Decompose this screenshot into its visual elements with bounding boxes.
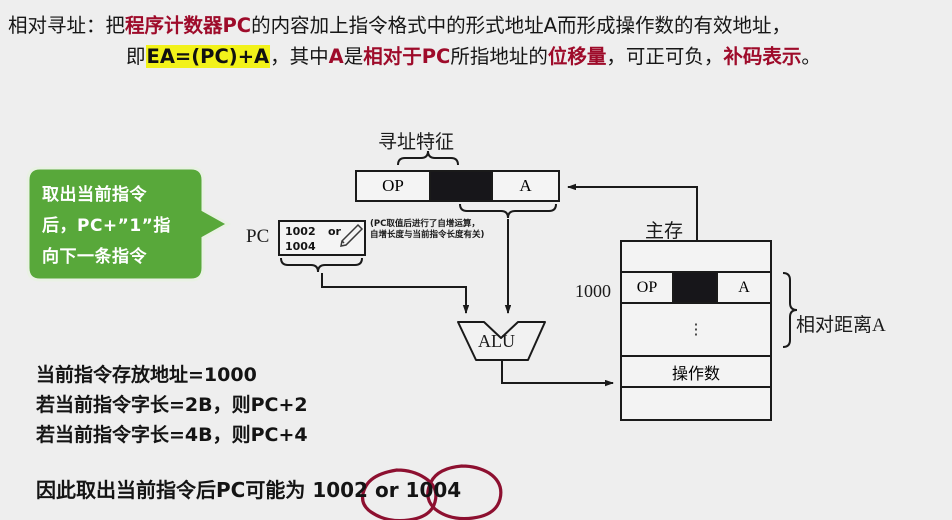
- memory-instruction-mode: [674, 273, 718, 302]
- pc-increment-note: (PC取值后进行了自增运算， 自增长度与当前指令长度有关): [370, 219, 488, 241]
- definition-line2-emphasis-offset: 位移量: [547, 45, 607, 68]
- definition-line2-emphasis-complement: 补码表示: [723, 45, 802, 68]
- pc-label: PC: [246, 226, 270, 247]
- callout-text-container: 取出当前指令 后，PC+”1”指 向下一条指令: [28, 168, 203, 280]
- definition-line-1: 相对寻址：把程序计数器PC的内容加上指令格式中的形式地址A而形成操作数的有效地址…: [8, 9, 791, 38]
- note-line-3: 若当前指令字长=4B，则PC+4: [36, 424, 308, 446]
- memory-instruction-address: A: [738, 278, 750, 296]
- pc-value-brace: [280, 257, 363, 273]
- definition-line2-part3: ，其中: [270, 45, 329, 68]
- definition-line2-part1: 即: [126, 45, 146, 68]
- instruction-op-field: OP: [357, 172, 431, 200]
- callout-line-2: 后，PC+”1”指: [42, 216, 171, 236]
- handdrawn-annotation-circles: [360, 464, 503, 520]
- memory-operand-label: 操作数: [671, 365, 720, 383]
- memory-row-instruction: OP A: [622, 273, 770, 304]
- alu-output-to-operand-line: [501, 360, 614, 387]
- definition-line2-part5: 是: [343, 45, 364, 68]
- relative-distance-label: 相对距离A: [796, 315, 886, 336]
- definition-line2-emphasis-a: A: [328, 45, 344, 68]
- instruction-word-box: OP A: [355, 170, 560, 202]
- definition-line2-part9: ，可正可负，: [606, 45, 724, 68]
- callout-bubble: [26, 166, 232, 282]
- note-line-1: 当前指令存放地址=1000: [36, 364, 257, 386]
- definition-line2-part11: 。: [801, 45, 821, 68]
- conclusion-prefix: 因此取出当前指令后PC可能为: [36, 478, 306, 502]
- memory-title: 主存: [645, 221, 684, 242]
- pc-value-bottom: 1004: [285, 240, 316, 253]
- pencil-icon: [340, 223, 364, 247]
- definition-line2-part7: 所指地址的: [450, 45, 548, 68]
- alu-label: ALU: [478, 331, 515, 351]
- pc-register-box: 1002 or 1004: [278, 220, 366, 256]
- memory-row-operand: 操作数: [622, 357, 770, 388]
- alu-shape: [457, 321, 546, 361]
- pc-value-or: or: [328, 225, 341, 238]
- memory-address-label: 1000: [575, 281, 611, 301]
- instruction-address-field: A: [519, 176, 532, 195]
- callout-text: 取出当前指令 后，PC+”1”指 向下一条指令: [42, 180, 192, 273]
- conclusion-or: or: [374, 478, 399, 502]
- pc-value-top: 1002: [285, 225, 316, 238]
- definition-line1-part1: 相对寻址：把: [8, 14, 126, 37]
- callout-line-1: 取出当前指令: [42, 185, 147, 205]
- addressing-feature-brace: [397, 150, 459, 166]
- memory-row-empty-bottom: [622, 388, 770, 419]
- conclusion-value-2: 1004: [405, 478, 462, 502]
- formula-highlight: EA=(PC)+A: [145, 45, 271, 68]
- addressing-feature-label: 寻址特征: [378, 132, 455, 153]
- note-line-2: 若当前指令字长=2B，则PC+2: [36, 394, 308, 416]
- relative-distance-brace: [782, 272, 798, 348]
- definition-line1-part3: 的内容加上指令格式中的形式地址A而形成操作数的有效地址，: [251, 14, 791, 37]
- pc-increment-note-line-1: (PC取值后进行了自增运算，: [370, 219, 480, 229]
- definition-line2-emphasis-relative: 相对于PC: [363, 45, 451, 68]
- conclusion-line: 因此取出当前指令后PC可能为 1002 or 1004: [36, 474, 461, 503]
- instruction-mode-field: [431, 172, 493, 200]
- memory-row-empty-top: [622, 242, 770, 273]
- pc-to-alu-line: [321, 273, 470, 314]
- memory-row-gap: ⋮: [622, 304, 770, 357]
- definition-line-2: 即EA=(PC)+A，其中A是相对于PC所指地址的位移量，可正可负，补码表示。: [126, 40, 821, 69]
- pc-increment-note-line-2: 自增长度与当前指令长度有关): [370, 230, 485, 240]
- callout-line-3: 向下一条指令: [42, 247, 147, 267]
- conclusion-value-1: 1002: [312, 478, 368, 502]
- memory-instruction-op: OP: [622, 273, 674, 302]
- memory-vertical-dots: ⋮: [688, 321, 704, 338]
- definition-line1-emphasis-pc: 程序计数器PC: [125, 14, 252, 37]
- address-field-brace: [459, 203, 557, 219]
- main-memory-box: OP A ⋮ 操作数: [620, 240, 772, 421]
